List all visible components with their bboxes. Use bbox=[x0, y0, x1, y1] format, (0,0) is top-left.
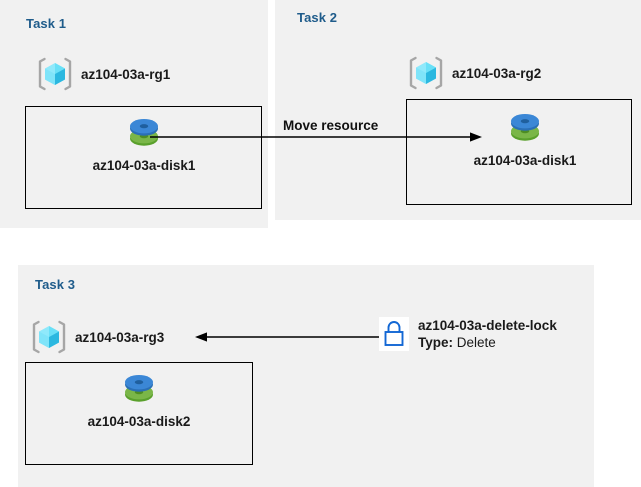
resource-group-task-3: az104-03a-rg3 bbox=[30, 318, 164, 356]
resource-group-icon bbox=[36, 55, 74, 93]
resource-disk-label: az104-03a-disk2 bbox=[87, 414, 191, 429]
resource-container-task-3 bbox=[25, 362, 253, 465]
resource-group-task-1: az104-03a-rg1 bbox=[36, 55, 170, 93]
resource-disk-label: az104-03a-disk1 bbox=[473, 153, 577, 168]
panel-title-task-1: Task 1 bbox=[26, 16, 67, 31]
resource-lock-task-3: az104-03a-delete-lock Type: Delete bbox=[379, 317, 557, 352]
managed-disk-icon bbox=[130, 119, 158, 146]
resource-disk-task-2: az104-03a-disk1 bbox=[455, 108, 595, 168]
panel-task-2 bbox=[275, 0, 641, 220]
lock-name: az104-03a-delete-lock bbox=[418, 318, 557, 333]
resource-group-icon bbox=[30, 318, 68, 356]
lock-type-value: Delete bbox=[456, 335, 496, 351]
panel-task-1 bbox=[0, 0, 268, 228]
resource-group-label: az104-03a-rg2 bbox=[452, 65, 542, 81]
lock-icon bbox=[379, 317, 409, 351]
lock-type-row: Type: Delete bbox=[418, 334, 557, 351]
lock-text-block: az104-03a-delete-lock Type: Delete bbox=[418, 317, 557, 352]
resource-disk-task-1: az104-03a-disk1 bbox=[74, 113, 214, 173]
lock-type-key: Type: bbox=[418, 335, 454, 351]
resource-container-task-2 bbox=[406, 99, 632, 205]
panel-task-3 bbox=[18, 265, 594, 487]
resource-group-task-2: az104-03a-rg2 bbox=[407, 54, 541, 92]
resource-group-label: az104-03a-rg1 bbox=[81, 66, 171, 82]
connector-lock-applies-to bbox=[195, 332, 385, 342]
resource-disk-task-3: az104-03a-disk2 bbox=[69, 369, 209, 429]
resource-group-label: az104-03a-rg3 bbox=[75, 329, 165, 345]
managed-disk-icon bbox=[125, 375, 153, 402]
resource-group-icon bbox=[407, 54, 445, 92]
connector-label-move-resource: Move resource bbox=[281, 118, 381, 133]
panel-title-task-2: Task 2 bbox=[297, 10, 338, 25]
managed-disk-icon bbox=[511, 114, 539, 141]
connector-move-resource bbox=[150, 132, 482, 142]
resource-container-task-1 bbox=[25, 106, 262, 209]
panel-title-task-3: Task 3 bbox=[35, 277, 76, 292]
resource-disk-label: az104-03a-disk1 bbox=[92, 158, 196, 173]
